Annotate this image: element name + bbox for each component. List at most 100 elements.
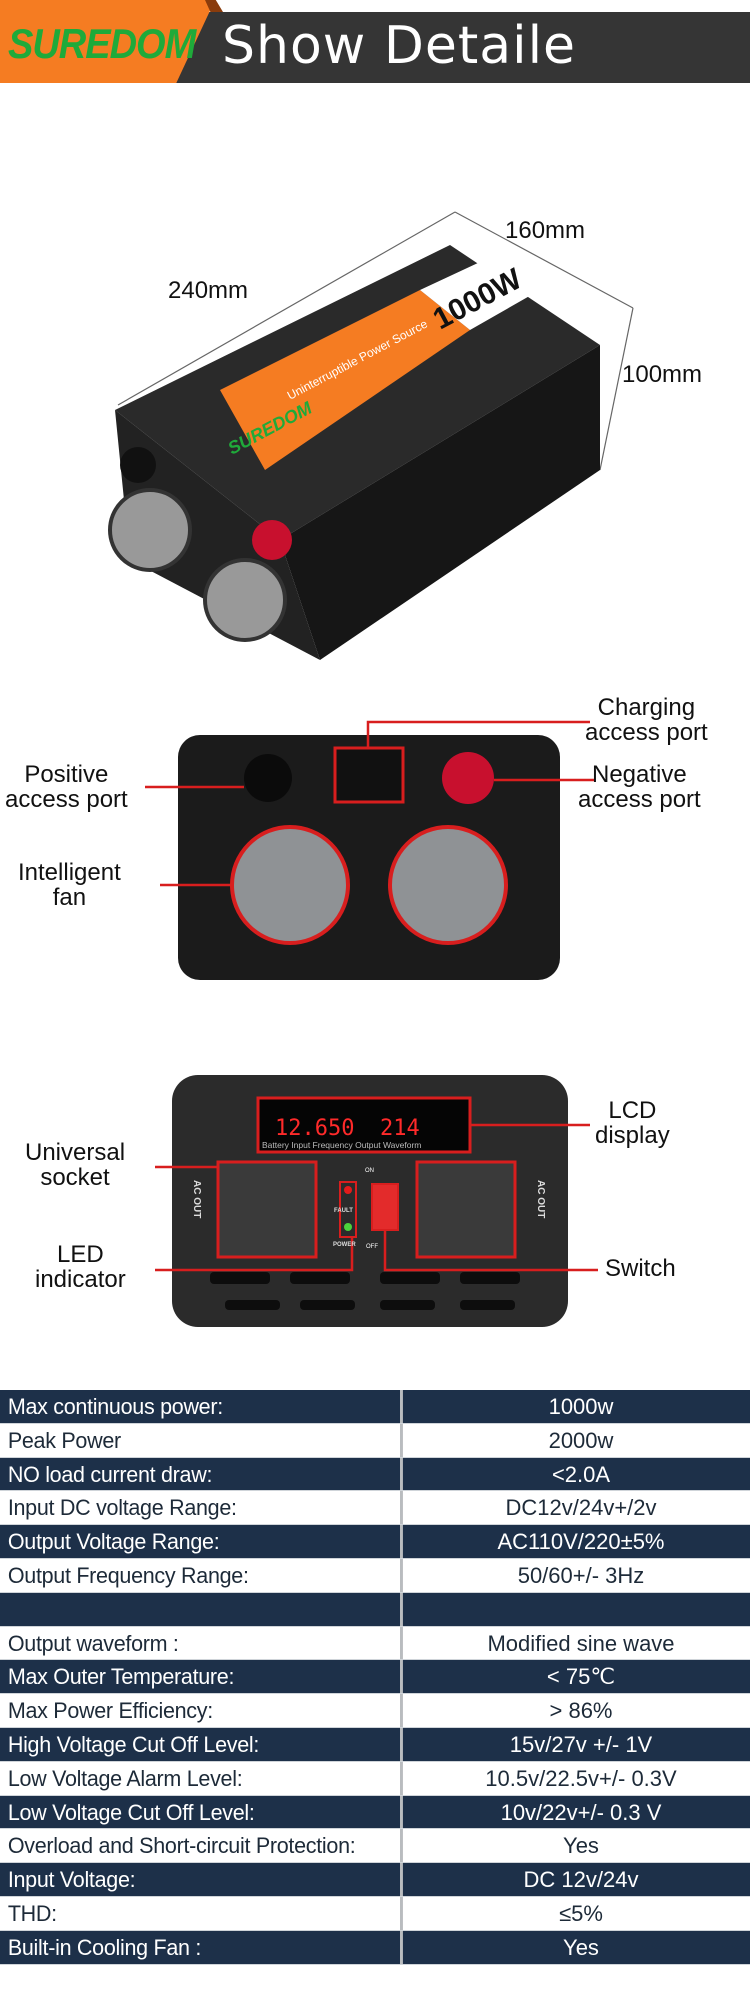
spec-value: Modified sine wave (487, 1630, 675, 1656)
spec-value: <2.0A (551, 1461, 611, 1487)
spec-row: High Voltage Cut Off Level: 15v/27v +/- 1… (0, 1727, 750, 1762)
spec-row: Output waveform : Modified sine wave (0, 1626, 750, 1661)
spec-label: Input DC voltage Range: (0, 1491, 403, 1525)
spec-value: 10.5v/22.5v+/- 0.3V (485, 1765, 677, 1791)
negative-port (442, 752, 494, 804)
fault-led-label: FAULT (334, 1208, 353, 1214)
led-box (339, 1181, 357, 1238)
spec-label: Max Outer Temperature: (0, 1660, 403, 1694)
spec-row: Peak Power 2000w (0, 1423, 750, 1458)
spec-row: Overload and Short-circuit Protection: Ye… (0, 1829, 750, 1864)
lcd-output-value: 214 (380, 1116, 420, 1141)
spec-value: 10v/22v+/- 0.3 V (500, 1799, 662, 1825)
spec-row: Low Voltage Cut Off Level: 10v/22v+/- 0.3… (0, 1795, 750, 1830)
label-switch: Switch (605, 1255, 676, 1282)
spec-label (0, 1592, 403, 1626)
spec-row: Max Power Efficiency: > 86% (0, 1694, 750, 1728)
spec-value: DC12v/24v+/2v (505, 1495, 657, 1521)
spec-value: 2000w (548, 1427, 614, 1453)
spec-value: Yes (563, 1934, 599, 1960)
ac-out-left-label: AC OUT (191, 1180, 202, 1218)
fan-right (388, 825, 508, 945)
spec-label: NO load current draw: (0, 1457, 403, 1491)
spec-value: 1000w (548, 1394, 614, 1419)
spec-row: Max Outer Temperature: < 75℃ (0, 1660, 750, 1695)
spec-label: Input Voltage: (0, 1863, 403, 1896)
spec-value: AC110V/220±5% (497, 1529, 665, 1555)
power-led (344, 1223, 352, 1231)
device-orange-label (220, 290, 470, 470)
spec-row: Input DC voltage Range: DC12v/24v+/2v (0, 1491, 750, 1526)
spec-label: Max continuous power: (0, 1390, 403, 1423)
lcd-screen (256, 1096, 472, 1154)
spec-label: Overload and Short-circuit Protection: (0, 1829, 403, 1863)
spec-value (412, 1593, 750, 1626)
dim-height: 100mm (622, 361, 703, 388)
ac-out-right-label: AC OUT (535, 1180, 546, 1218)
spec-label: Max Power Efficiency: (0, 1694, 403, 1727)
negative-terminal (252, 520, 292, 560)
power-switch (371, 1183, 399, 1231)
spec-row: Input Voltage: DC 12v/24v (0, 1863, 750, 1897)
spec-row: THD: ≤5% (0, 1896, 750, 1931)
spec-label: Built-in Cooling Fan : (0, 1930, 403, 1964)
rear-callout-lines (145, 720, 595, 887)
lcd-freq-value: 50 (328, 1116, 355, 1141)
spec-value: 15v/27v +/- 1V (509, 1731, 653, 1757)
spec-value: Yes (563, 1833, 599, 1859)
spec-value: > 86% (549, 1698, 613, 1724)
vent-slots (210, 1272, 520, 1310)
spec-value: ≤5% (559, 1900, 603, 1926)
charging-port (333, 746, 405, 804)
socket-right (415, 1160, 517, 1259)
front-callout-lines (155, 1123, 598, 1272)
positive-terminal (120, 447, 156, 483)
lcd-input-value: 12.6 (275, 1116, 328, 1141)
fan-left-icon (108, 488, 192, 572)
device-white-label (420, 255, 540, 330)
dimension-lines (117, 211, 634, 471)
switch-on-label: ON (365, 1168, 374, 1174)
spec-label: Output waveform : (0, 1626, 403, 1660)
spec-row: Low Voltage Alarm Level: 10.5v/22.5v+/- 0… (0, 1761, 750, 1796)
page-title: Show Detaile (222, 16, 577, 76)
header-orange-tab (0, 0, 215, 83)
spec-row: Max continuous power: 1000w (0, 1390, 750, 1424)
spec-row: Output Voltage Range: AC110V/220±5% (0, 1525, 750, 1559)
spec-label: Low Voltage Alarm Level: (0, 1761, 403, 1795)
spec-label: Low Voltage Cut Off Level: (0, 1795, 403, 1829)
spec-row: NO load current draw: <2.0A (0, 1457, 750, 1492)
spec-label: Output Frequency Range: (0, 1558, 403, 1592)
spec-value: DC 12v/24v (523, 1867, 639, 1893)
spec-value: 50/60+/- 3Hz (517, 1562, 645, 1588)
spec-row (0, 1592, 750, 1627)
front-view-image: 12.6 50 214 Battery Input Frequency Outp… (155, 1075, 598, 1327)
product-image: 1000W SUREDOM Uninterruptible Power Sour… (108, 211, 634, 660)
power-led-label: POWER (333, 1242, 356, 1248)
rear-view-image (145, 720, 595, 980)
spec-row: Output Frequency Range: 50/60+/- 3Hz (0, 1558, 750, 1593)
spec-label: Peak Power (0, 1423, 403, 1457)
spec-value: < 75℃ (546, 1664, 616, 1690)
switch-off-label: OFF (366, 1244, 378, 1250)
fault-led (344, 1186, 352, 1194)
spec-label: High Voltage Cut Off Level: (0, 1727, 403, 1761)
brand-logo: SUREDOM (8, 21, 196, 69)
positive-port (244, 754, 292, 802)
spec-label: THD: (0, 1896, 403, 1930)
dim-width: 160mm (505, 217, 586, 244)
socket-left (216, 1160, 318, 1259)
spec-label: Output Voltage Range: (0, 1525, 403, 1558)
device-side (280, 345, 600, 660)
spec-row: Built-in Cooling Fan : Yes (0, 1930, 750, 1965)
lcd-legend: Battery Input Frequency Output Waveform (262, 1140, 421, 1150)
dim-length: 240mm (168, 277, 249, 304)
